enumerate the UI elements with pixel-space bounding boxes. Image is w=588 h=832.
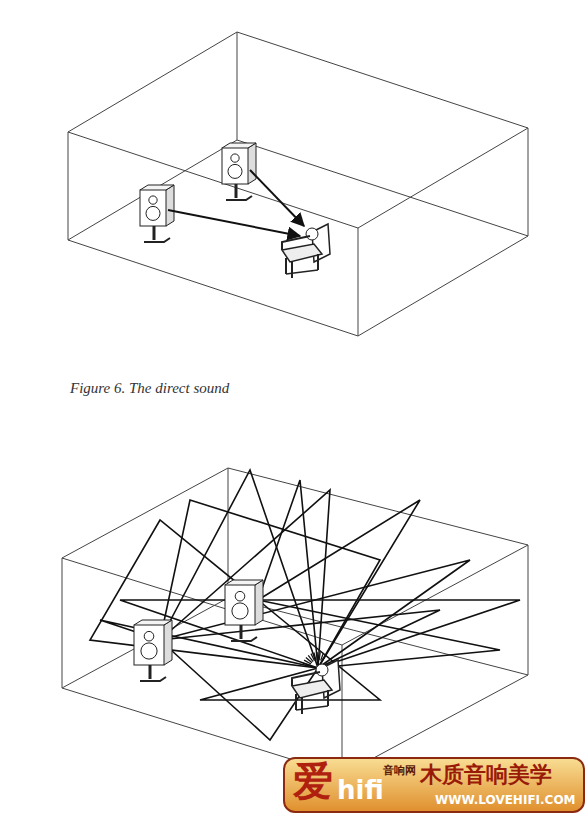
room-wireframe <box>68 32 528 336</box>
logo-text: 爱 <box>293 761 333 801</box>
reflection-ray <box>160 500 380 668</box>
sound-tick <box>322 654 326 661</box>
listener-chair <box>282 224 330 278</box>
reflection-ray <box>258 500 420 668</box>
direct-sound-arrow <box>250 170 304 226</box>
room-edge <box>237 32 528 128</box>
room-edge <box>342 545 528 645</box>
room-edge <box>237 32 238 140</box>
logo-text: 音响网 <box>383 765 416 776</box>
logo-text: hifi <box>337 777 384 803</box>
room-edge <box>228 468 528 545</box>
room-edge <box>68 132 69 240</box>
room-edge <box>68 132 358 228</box>
room-edge <box>528 545 529 675</box>
reflection-ray <box>160 470 318 668</box>
room-edge <box>68 240 358 336</box>
direct-sound-arrow <box>168 210 300 236</box>
speaker <box>140 185 174 242</box>
room-edge <box>358 236 528 336</box>
room-edge <box>358 128 528 228</box>
reflection-ray <box>160 490 330 668</box>
logo-banner: 爱hifi音响网木质音响美学 WWW.LOVEHIFI.COM <box>283 757 585 813</box>
sound-tick <box>316 652 318 660</box>
reflection-ray <box>160 560 470 668</box>
reflection-ray <box>258 600 500 668</box>
speaker <box>134 620 172 681</box>
reflection-ray <box>90 520 318 668</box>
sound-tick <box>314 653 316 661</box>
room-edge <box>237 140 528 236</box>
room-edge <box>342 645 343 775</box>
reflection-ray <box>160 610 440 668</box>
room-edge <box>68 32 237 132</box>
room-edge <box>62 558 342 645</box>
room-edge <box>62 558 63 688</box>
speaker <box>225 580 263 641</box>
figure-caption: Figure 6. The direct sound <box>70 380 229 397</box>
room-edge <box>358 228 359 336</box>
room-edge <box>528 128 529 236</box>
room-edge <box>228 598 528 675</box>
logo-text: WWW.LOVEHIFI.COM <box>435 794 576 806</box>
logo-text: 木质音响美学 <box>420 764 552 786</box>
sound-tick <box>319 652 320 660</box>
room-edge <box>228 468 229 598</box>
listener-chair <box>292 660 340 714</box>
room-edge <box>68 140 237 240</box>
room-wireframe <box>62 468 528 775</box>
